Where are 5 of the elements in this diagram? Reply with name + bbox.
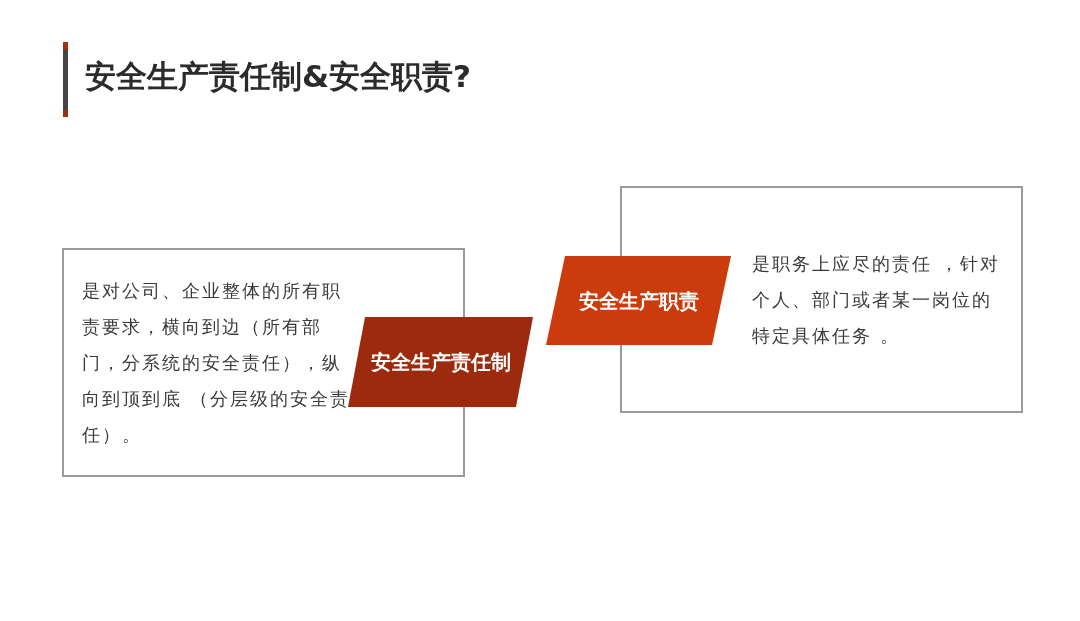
tag-text: 安全生产责任制 — [370, 349, 511, 375]
description-text: 是对公司、企业整体的所有职责要求，横向到边（所有部门，分系统的安全责任），纵向到顶到底 （分层级的安全责任）。 — [82, 278, 350, 447]
description-text: 是职务上应尽的责任 ，针对个人、部门或者某一岗位的特定具体任务 。 — [752, 251, 1001, 348]
slide-title: 安全生产责任制&安全职责? — [85, 57, 472, 96]
tag-text: 安全生产职责 — [578, 287, 699, 314]
